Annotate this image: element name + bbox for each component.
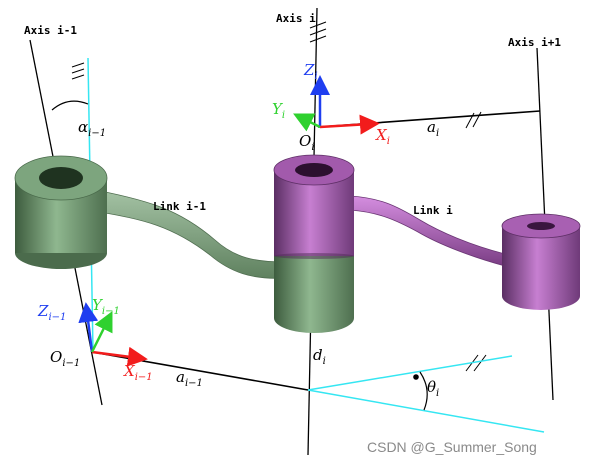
z-i-minus-1-label: Zi−1 <box>37 302 66 323</box>
joint-i-plus-1 <box>501 213 581 310</box>
o-i-minus-1-label: Oi−1 <box>50 348 80 369</box>
a-i-label: ai <box>427 118 439 139</box>
link-i-label: Link i <box>413 204 453 217</box>
link-i-minus-1-label: Link i-1 <box>153 200 206 213</box>
axis-i-plus-1-label: Axis i+1 <box>508 36 561 49</box>
y-i-label: Yi <box>272 100 285 121</box>
alpha-label: αi−1 <box>78 118 106 139</box>
o-i-label: Oi <box>299 132 315 153</box>
d-i-label: di <box>313 346 326 367</box>
x-i-label: Xi <box>375 126 390 147</box>
theta-i-label: θi <box>427 378 439 399</box>
joint-i <box>273 154 355 333</box>
axis-i-label: Axis i <box>276 12 316 25</box>
y-i-minus-1-arrow <box>90 311 113 353</box>
frame-i-minus-1-axes <box>78 302 148 367</box>
theta-arc <box>419 371 428 411</box>
x-i-arrow <box>319 114 380 135</box>
x-i-minus-1-label: Xi−1 <box>123 362 153 383</box>
z-i-minus-1-arrow <box>78 302 99 353</box>
y-i-arrow <box>293 113 321 132</box>
alpha-arc <box>51 100 89 111</box>
frame-i-axes <box>293 75 380 135</box>
axis-i-minus-1-label: Axis i-1 <box>24 24 77 37</box>
theta-dot <box>413 374 419 380</box>
watermark: CSDN @G_Summer_Song <box>367 439 537 455</box>
x-i-minus-1-arrow <box>91 346 148 367</box>
z-i-label: Zi <box>303 61 318 82</box>
a-i-minus-1-label: ai−1 <box>176 368 203 389</box>
joint-i-minus-1 <box>14 155 108 269</box>
y-i-minus-1-label: Yi−1 <box>92 296 120 317</box>
